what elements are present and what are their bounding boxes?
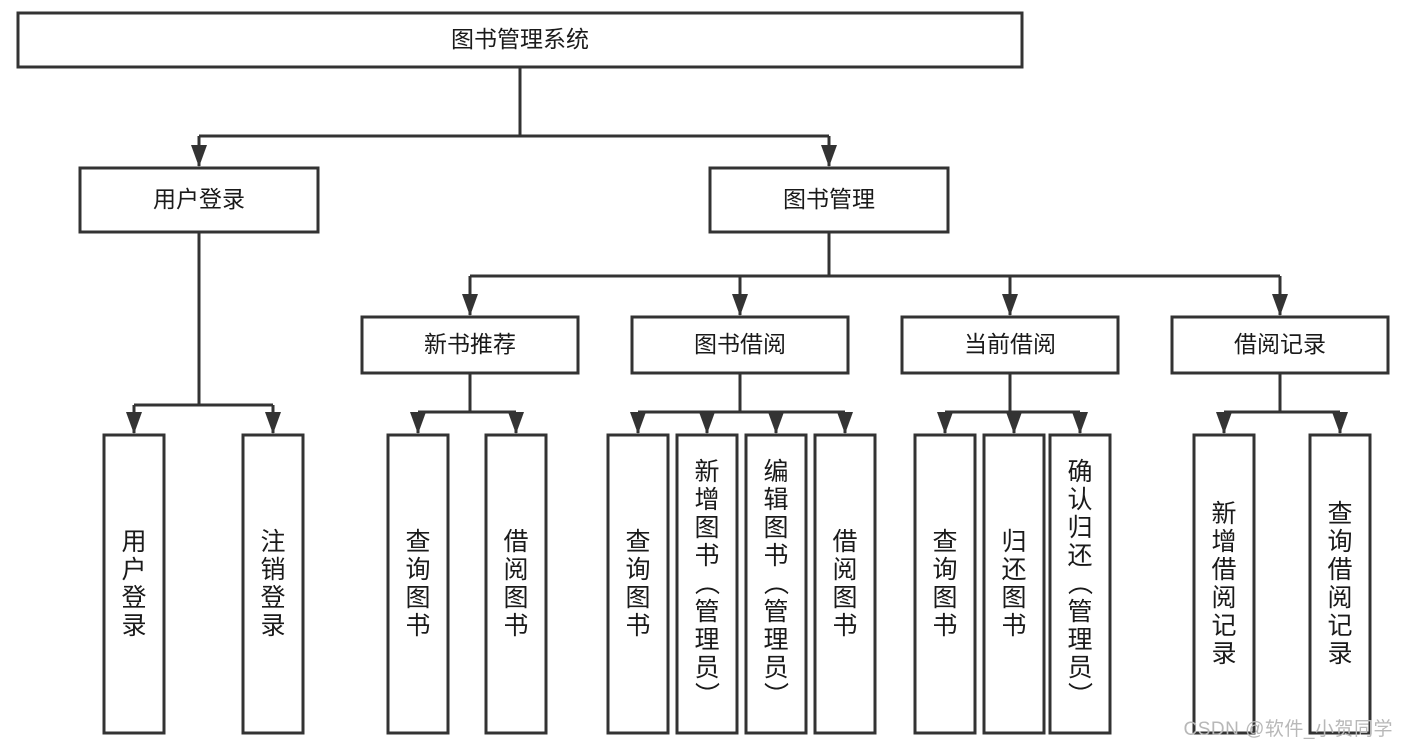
node-user-login[interactable]: 用户登录 [78,166,320,234]
node-box[interactable] [102,433,166,735]
arrow-head-icon [508,412,524,434]
node-box[interactable] [78,166,320,234]
node-label: 新增借阅记录 [1211,500,1236,668]
arrow-head-icon [1002,294,1018,316]
node-box[interactable] [360,315,580,375]
node-box[interactable] [241,433,305,735]
node-box[interactable] [1192,433,1256,735]
arrow-head-icon [1332,412,1348,434]
node-box[interactable] [630,315,850,375]
arrow-head-icon [462,294,478,316]
node-label: 新书推荐 [424,331,516,357]
arrow-head-icon [768,412,784,434]
edges-layer [126,67,1348,434]
node-box[interactable] [900,315,1120,375]
node-leaf-logout[interactable]: 注销登录 [241,433,305,735]
node-box[interactable] [1048,433,1112,735]
node-leaf-confirm-return[interactable]: 确认归还（管理员） [1048,433,1112,735]
node-book-borrow[interactable]: 图书借阅 [630,315,850,375]
node-leaf-query-book-2[interactable]: 查询图书 [606,433,670,735]
node-label: 图书借阅 [694,331,786,357]
node-box[interactable] [484,433,548,735]
arrow-head-icon [126,412,142,434]
node-box[interactable] [744,433,808,735]
node-label: 查询图书 [932,528,957,640]
node-box[interactable] [16,11,1024,69]
node-root-图书管理系统[interactable]: 图书管理系统 [16,11,1024,69]
node-box[interactable] [1308,433,1372,735]
node-label: 当前借阅 [964,331,1056,357]
node-label: 图书管理系统 [451,26,589,52]
node-label: 借阅记录 [1234,331,1326,357]
node-current-borrow[interactable]: 当前借阅 [900,315,1120,375]
node-label: 用户登录 [121,528,146,640]
arrow-head-icon [1006,412,1022,434]
node-leaf-query-book-1[interactable]: 查询图书 [386,433,450,735]
arrow-head-icon [1272,294,1288,316]
node-label: 注销登录 [260,528,285,640]
node-label: 用户登录 [153,186,245,212]
node-box[interactable] [708,166,950,234]
node-box[interactable] [675,433,739,735]
node-leaf-query-book-3[interactable]: 查询图书 [913,433,977,735]
node-label: 查询图书 [625,528,650,640]
node-leaf-query-record[interactable]: 查询借阅记录 [1308,433,1372,735]
node-borrow-record[interactable]: 借阅记录 [1170,315,1390,375]
nodes-layer: 图书管理系统用户登录图书管理新书推荐图书借阅当前借阅借阅记录用户登录注销登录查询… [16,11,1390,735]
node-leaf-borrow-book-2[interactable]: 借阅图书 [813,433,877,735]
node-leaf-edit-book[interactable]: 编辑图书（管理员） [744,433,808,735]
node-leaf-add-record[interactable]: 新增借阅记录 [1192,433,1256,735]
node-box[interactable] [982,433,1046,735]
node-label: 编辑图书（管理员） [763,458,789,710]
arrow-head-icon [837,412,853,434]
arrow-head-icon [699,412,715,434]
node-label: 确认归还（管理员） [1067,458,1093,710]
node-label: 新增图书（管理员） [694,458,720,710]
arrow-head-icon [937,412,953,434]
node-box[interactable] [386,433,450,735]
node-leaf-borrow-book-1[interactable]: 借阅图书 [484,433,548,735]
node-label: 借阅图书 [832,528,857,640]
arrow-head-icon [630,412,646,434]
node-new-book-rec[interactable]: 新书推荐 [360,315,580,375]
watermark-label: CSDN @软件_小贺同学 [1183,719,1393,740]
arrow-head-icon [821,145,837,167]
node-leaf-user-login[interactable]: 用户登录 [102,433,166,735]
node-box[interactable] [1170,315,1390,375]
arrow-head-icon [191,145,207,167]
node-label: 查询图书 [405,528,430,640]
node-label: 借阅图书 [503,528,528,640]
node-label: 查询借阅记录 [1327,500,1352,668]
node-box[interactable] [813,433,877,735]
node-label: 归还图书 [1001,528,1026,640]
node-leaf-add-book[interactable]: 新增图书（管理员） [675,433,739,735]
node-label: 图书管理 [783,186,875,212]
arrow-head-icon [1216,412,1232,434]
node-leaf-return-book[interactable]: 归还图书 [982,433,1046,735]
arrow-head-icon [732,294,748,316]
node-box[interactable] [913,433,977,735]
arrow-head-icon [265,412,281,434]
node-book-manage[interactable]: 图书管理 [708,166,950,234]
node-box[interactable] [606,433,670,735]
arrow-head-icon [1072,412,1088,434]
arrow-head-icon [410,412,426,434]
